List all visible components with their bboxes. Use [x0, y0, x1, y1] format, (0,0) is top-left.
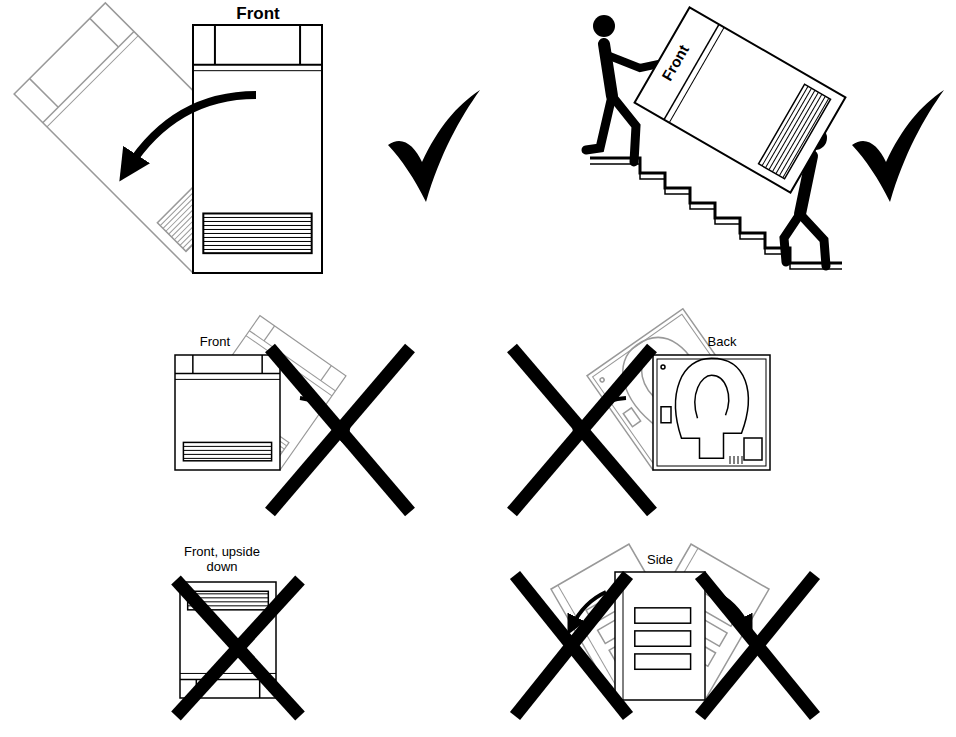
cross-mark	[270, 348, 410, 512]
cross-mark	[512, 348, 652, 512]
dryer-front	[175, 355, 280, 470]
cross-mark	[176, 580, 300, 716]
view-label: Front	[236, 4, 279, 24]
view-label: Side	[647, 553, 673, 568]
dryer-side	[615, 572, 705, 700]
cross-mark	[515, 575, 628, 716]
tilt-arrow	[128, 95, 256, 168]
carried-dryer	[635, 7, 846, 192]
dryer-back	[653, 355, 770, 470]
view-label: Back	[708, 335, 737, 350]
dryer-front	[193, 25, 322, 273]
view-label: Front, upside down	[177, 545, 267, 575]
check-mark	[388, 90, 480, 202]
view-label: Front	[200, 335, 230, 350]
check-mark	[852, 90, 944, 202]
cross-mark	[700, 575, 815, 716]
